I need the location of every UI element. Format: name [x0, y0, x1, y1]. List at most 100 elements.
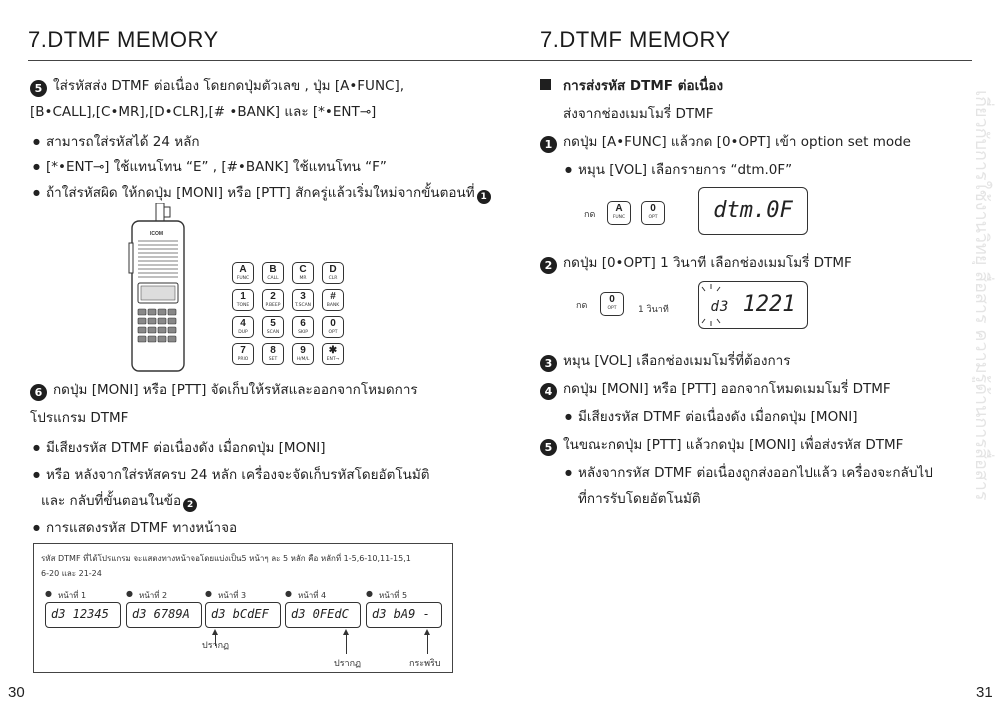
keypad-key-sub: T.SCAN [294, 303, 312, 308]
r-step5-text: ในขณะกดปุ่ม [PTT] แล้วกดปุ่ม [MONI] เพื่… [563, 437, 904, 453]
keypad-key-main: D [329, 264, 337, 275]
bullet-tone-map: [*•ENT⊸] ใช้แทนโทน “E” , [#•BANK] ใช้แทน… [33, 158, 387, 176]
r-step2-text: กดปุ่ม [0•OPT] 1 วินาที เลือกช่องเมมโมรี… [563, 255, 852, 271]
keypad-key-sub: SCAN [266, 330, 280, 335]
left-page: 7.DTMF MEMORY 5 ใส่รหัสส่ง DTMF ต่อเนื่อง… [0, 0, 500, 707]
r-step1: 1 กดปุ่ม [A•FUNC] แล้วกด [0•OPT] เข้า opt… [540, 133, 911, 153]
step6-line2: โปรแกรม DTMF [30, 410, 129, 426]
keypad-key-main: # [330, 291, 336, 302]
r-step-number-2: 2 [540, 257, 557, 274]
keypad-key-sub: CLR [328, 276, 338, 281]
keypad-key-sub: MR [299, 276, 307, 281]
keypad-key-sub: P.BEEP [265, 303, 281, 308]
title-rule-left [28, 60, 500, 61]
keypad-key-main: 7 [240, 345, 246, 356]
screen-lcd-3: d3 bCdEF [205, 602, 281, 628]
r-step-number-1: 1 [540, 136, 557, 153]
page-number-left: 30 [8, 684, 25, 701]
appear-arrow-2 [343, 629, 349, 654]
bullet-retry-text: ถ้าใส่รหัสผิด ให้กดปุ่ม [MONI] หรือ [PTT… [33, 185, 475, 201]
press-label-1: กด [584, 210, 596, 220]
keypad-key-sub: TONE [236, 303, 250, 308]
key-0b-sub: OPT [607, 306, 617, 311]
step-ref-2: 2 [183, 498, 198, 512]
keypad-key-main: 3 [300, 291, 306, 302]
screen-lcd-2: d3 6789A [126, 602, 202, 628]
keypad-key-sub: SKIP [298, 330, 308, 335]
annot-appear-1: ปรากฏ [202, 641, 230, 651]
page-title-right: 7.DTMF MEMORY [540, 27, 731, 52]
keypad-key-main: 9 [300, 345, 306, 356]
step6-line1: 6 กดปุ่ม [MONI] หรือ [PTT] จัดเก็บให้รหัส… [30, 381, 418, 401]
bullet-display-code: การแสดงรหัส DTMF ทางหน้าจอ [33, 519, 237, 537]
r-step-number-3: 3 [540, 355, 557, 372]
keypad-key-main: 4 [240, 318, 246, 329]
step-number-5: 5 [30, 80, 47, 97]
keypad-key: ✱ENT⊸ [322, 343, 344, 365]
key-0-main: 0 [650, 203, 656, 214]
r-step5-bullet-2: ที่การรับโดยอัตโนมัติ [578, 491, 701, 507]
key-0b-main: 0 [609, 294, 615, 305]
step6-text: กดปุ่ม [MONI] หรือ [PTT] จัดเก็บให้รหัสแ… [53, 382, 418, 398]
right-page: 7.DTMF MEMORY การส่งรหัส DTMF ต่อเนื่อง … [500, 0, 1000, 707]
keypad-key-sub: BANK [326, 303, 340, 308]
step5-line1: 5 ใส่รหัสส่ง DTMF ต่อเนื่อง โดยกดปุ่มตัวเ… [30, 77, 404, 97]
keypad-key-sub: OPT [328, 330, 338, 335]
page-number-right: 31 [976, 684, 993, 701]
screen-label-5: หน้าที่ 5 [366, 589, 407, 602]
annot-blink: กระพริบ [409, 659, 441, 669]
step5-text: ใส่รหัสส่ง DTMF ต่อเนื่อง โดยกดปุ่มตัวเล… [53, 78, 405, 94]
r-step-number-5: 5 [540, 439, 557, 456]
key-0-sub: OPT [648, 215, 658, 220]
blink-arrow [424, 629, 430, 654]
dtmf-display-panel: รหัส DTMF ที่ได้โปรแกรม จะแสดงทางหน้าจอโ… [33, 543, 453, 673]
r-step3-text: หมุน [VOL] เลือกช่องเมมโมรี่ที่ต้องการ [563, 353, 791, 369]
keypad-key-main: C [299, 264, 307, 275]
r-step1-text: กดปุ่ม [A•FUNC] แล้วกด [0•OPT] เข้า opti… [563, 134, 911, 150]
r-step-number-4: 4 [540, 383, 557, 400]
r-step2: 2 กดปุ่ม [0•OPT] 1 วินาที เลือกช่องเมมโมร… [540, 254, 852, 274]
square-bullet-icon [540, 79, 551, 90]
panel-note-line2: 6-20 และ 21-24 [41, 569, 102, 578]
keypad-key-sub: DUP [238, 330, 248, 335]
step-number-6: 6 [30, 384, 47, 401]
screen-lcd-4: d3 0FEdC [285, 602, 361, 628]
r-step3: 3 หมุน [VOL] เลือกช่องเมมโมรี่ที่ต้องการ [540, 352, 791, 372]
bullet-retry: ถ้าใส่รหัสผิด ให้กดปุ่ม [MONI] หรือ [PTT… [33, 184, 491, 204]
keypad-key-sub: FUNC [236, 276, 250, 281]
keypad-key-main: 0 [330, 318, 336, 329]
keypad-key-sub: SET [268, 357, 278, 362]
key-a-sub: FUNC [612, 215, 626, 220]
lcd-channel-digits: 1221 [742, 292, 796, 317]
screen-label-1: หน้าที่ 1 [45, 589, 86, 602]
keypad-key-main: 8 [270, 345, 276, 356]
keypad-key-sub: H/M/L [296, 357, 310, 362]
radio-illustration: ICOM [128, 203, 185, 372]
bullet-auto-store: หรือ หลังจากใส่รหัสครบ 24 หลัก เครื่องจะ… [33, 466, 430, 484]
keypad-key-main: B [269, 264, 277, 275]
keypad-key-main: 2 [270, 291, 276, 302]
step-ref-1: 1 [476, 190, 491, 204]
r-step4-bullet: มีเสียงรหัส DTMF ต่อเนื่องดัง เมื่อกดปุ่… [565, 408, 858, 426]
lcd-dtmf-channel: d3 1221 [698, 281, 808, 329]
page-title-left: 7.DTMF MEMORY [28, 27, 219, 52]
bullet-auto-store-cont-text: และ กลับที่ขั้นตอนในข้อ [41, 493, 182, 509]
keypad-key-main: ✱ [328, 345, 338, 356]
screen-lcd-5: d3 bA9 - [366, 602, 442, 628]
bullet-moni-tone: มีเสียงรหัส DTMF ต่อเนื่องดัง เมื่อกดปุ่… [33, 439, 326, 457]
keypad-key-main: 5 [270, 318, 276, 329]
step5-line2: [B•CALL],[C•MR],[D•CLR],[# •BANK] และ [*… [30, 104, 377, 120]
